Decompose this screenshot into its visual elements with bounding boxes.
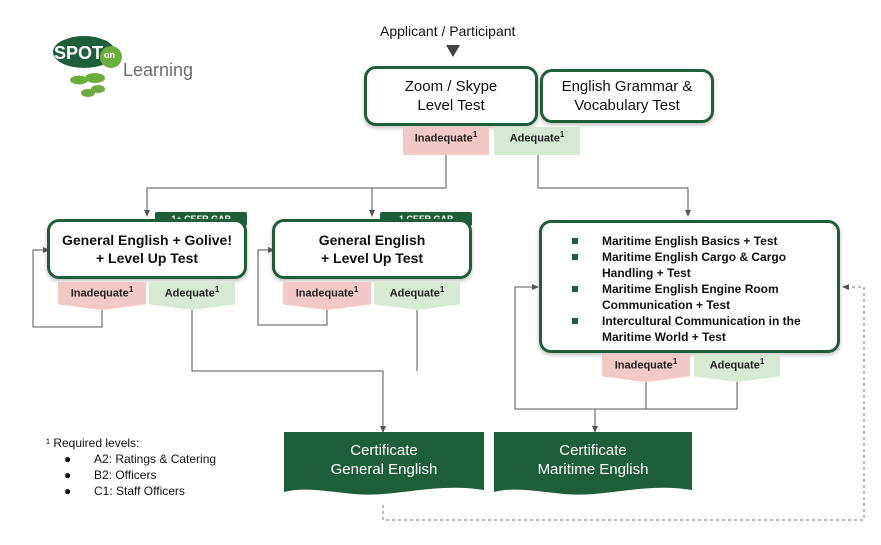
zoom-level-test-box: Zoom / Skype Level Test <box>364 66 538 126</box>
bullet-icon: ● <box>64 484 72 498</box>
list-item: Maritime English Engine Room Communicati… <box>570 281 825 313</box>
bullet-icon: ● <box>64 452 72 466</box>
levelup-inadequate-tag: Inadequate1 <box>283 282 371 310</box>
maritime-english-box: Maritime English Basics + Test Maritime … <box>539 220 840 353</box>
footnote-item: ●B2: Officers <box>64 468 157 482</box>
certificate-maritime-shape <box>494 432 692 495</box>
golive-adequate-tag: Adequate1 <box>149 282 235 310</box>
top-inadequate-tag: Inadequate1 <box>403 127 489 155</box>
golive-inadequate-tag: Inadequate1 <box>58 282 146 310</box>
certificate-general-english: Certificate General English <box>330 442 438 478</box>
bullet-icon <box>572 254 578 260</box>
logo-mark <box>53 36 122 97</box>
list-item: Maritime English Basics + Test <box>570 233 825 249</box>
entry-label: Applicant / Participant <box>380 23 516 39</box>
logo-word-learning: Learning <box>123 60 194 80</box>
logo-word-spot: SPOT <box>54 43 104 63</box>
footnote-title: ¹ Required levels: <box>46 436 140 450</box>
list-item: Maritime English Cargo & Cargo Handling … <box>570 249 825 281</box>
top-adequate-tag: Adequate1 <box>494 127 580 155</box>
maritime-inadequate-tag: Inadequate1 <box>602 354 690 382</box>
bullet-icon <box>572 286 578 292</box>
bullet-icon <box>572 238 578 244</box>
certificate-maritime-english: Certificate Maritime English <box>537 442 649 478</box>
footnote-item: ●A2: Ratings & Catering <box>64 452 217 466</box>
bullet-icon: ● <box>64 468 72 482</box>
maritime-adequate-tag: Adequate1 <box>694 354 780 382</box>
maritime-course-list: Maritime English Basics + Test Maritime … <box>570 233 825 345</box>
certificate-general-shape <box>284 432 484 495</box>
footnote-item: ●C1: Staff Officers <box>64 484 185 498</box>
general-english-golive-box: General English + Golive! + Level Up Tes… <box>47 219 247 279</box>
bullet-icon <box>572 318 578 324</box>
levelup-adequate-tag: Adequate1 <box>374 282 460 310</box>
list-item: Intercultural Communication in the Marit… <box>570 313 825 345</box>
general-english-levelup-box: General English + Level Up Test <box>272 219 472 279</box>
logo-word-on: on <box>104 50 115 60</box>
grammar-vocabulary-test-box: English Grammar & Vocabulary Test <box>540 69 714 123</box>
footnote: ¹ Required levels: ●A2: Ratings & Cateri… <box>46 435 216 499</box>
